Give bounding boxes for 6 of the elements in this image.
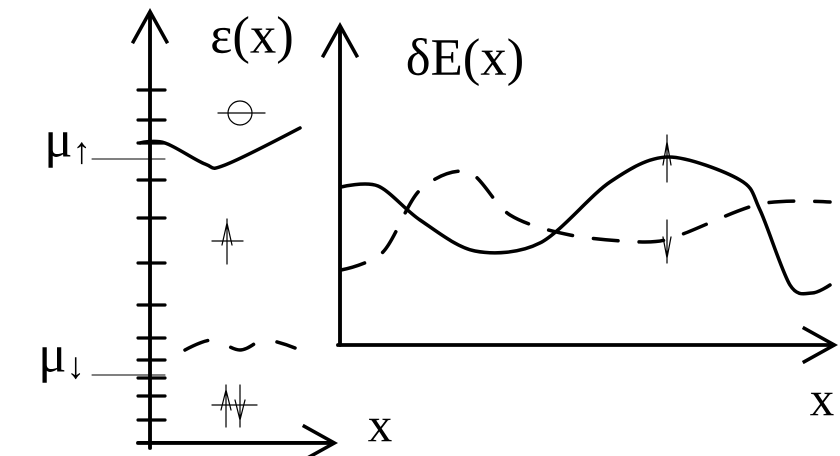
axis-label: δE(x) xyxy=(408,38,522,86)
axis-label: ε(x) xyxy=(212,16,292,64)
axis-label: x xyxy=(368,418,392,442)
level-label: μ$_{↑}$ xyxy=(48,132,86,168)
level-label: μ$_{↓}$ xyxy=(42,347,80,383)
axis-label: x xyxy=(810,392,834,416)
